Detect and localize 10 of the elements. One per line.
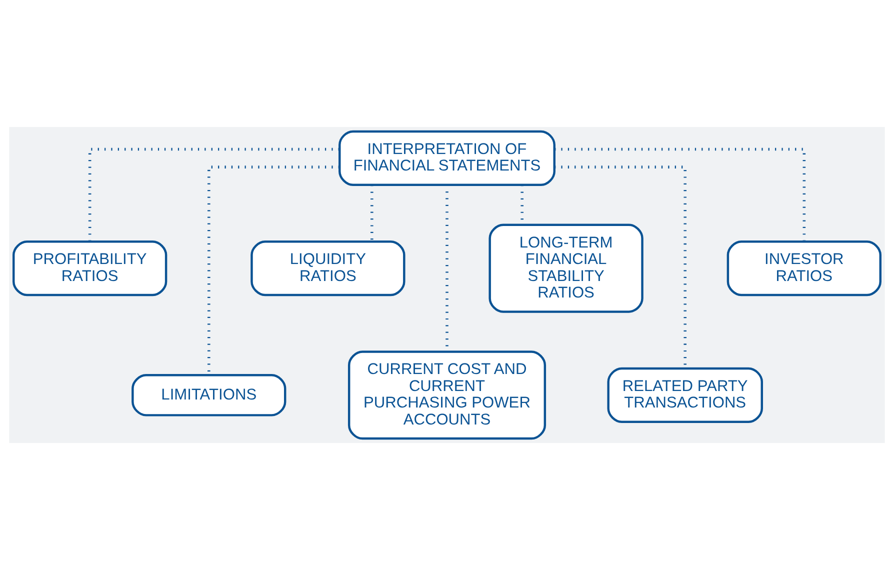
node-box: LIMITATIONS [131,374,286,416]
node-box: LONG-TERM FINANCIAL STABILITY RATIOS [488,224,643,313]
connector [88,148,339,242]
node-box: PROFITABILITY RATIOS [12,240,167,296]
node-box: RELATED PARTY TRANSACTIONS [606,367,762,423]
node-box: CURRENT COST AND CURRENT PURCHASING POWER ACCOUNTS [347,350,546,440]
node-box: INVESTOR RATIOS [726,240,881,296]
node-box: LIQUIDITY RATIOS [250,240,405,296]
connector [554,148,806,242]
node-box: INTERPRETATION OF FINANCIAL STATEMENTS [338,130,555,186]
